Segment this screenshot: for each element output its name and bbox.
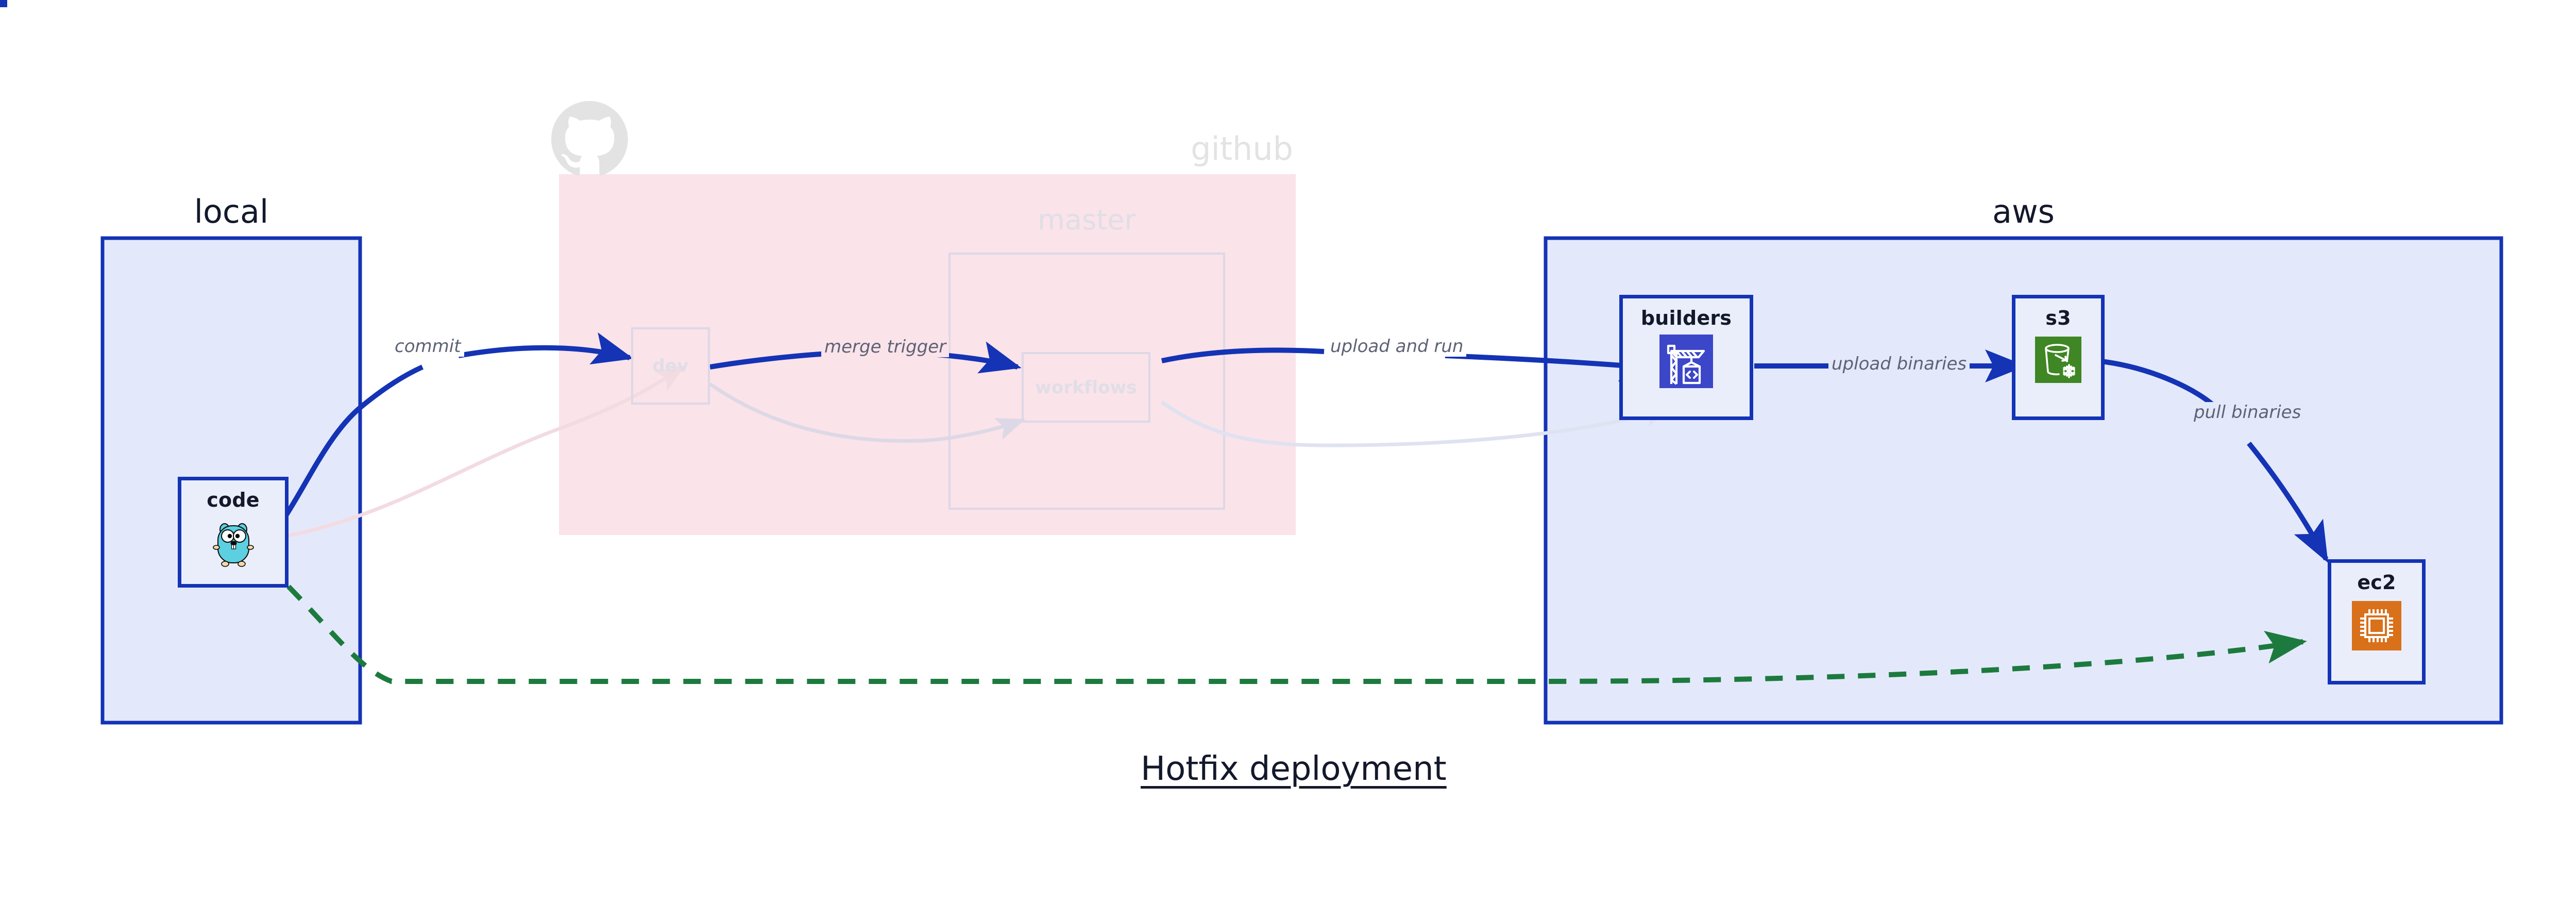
node-dev-label: dev	[652, 356, 689, 376]
cluster-label-master: master	[1038, 204, 1136, 236]
cluster-label-github: github	[1191, 130, 1293, 168]
cluster-label-aws: aws	[1992, 193, 2055, 230]
cluster-label-local: local	[194, 193, 269, 230]
edge-ghost-workflows-builders	[1160, 400, 1672, 447]
ec2-cpu-chip-icon	[2352, 601, 2401, 653]
edge-upload-and-run-head	[1161, 347, 1325, 363]
edge-label-pull-binaries: pull binaries	[2191, 402, 2304, 423]
node-ec2[interactable]: ec2	[2328, 559, 2426, 684]
edge-ghost-code-dev	[285, 365, 685, 538]
diagram-title: Hotfix deployment	[1141, 750, 1447, 788]
node-dev[interactable]: dev	[631, 327, 710, 405]
node-builders[interactable]: builders	[1619, 295, 1753, 420]
node-ec2-label: ec2	[2357, 571, 2396, 594]
crane-builder-icon	[1659, 335, 1713, 390]
go-gopher-icon	[211, 519, 256, 570]
node-ec2-placeholder	[0, 0, 7, 7]
github-octocat-icon	[551, 101, 628, 176]
edge-label-merge-trigger: merge trigger	[821, 337, 950, 357]
edge-hotfix-direct	[286, 584, 2307, 684]
edge-label-commit: commit	[392, 336, 464, 357]
node-workflows-label: workflows	[1035, 377, 1137, 398]
edge-pull-binaries-head	[2096, 358, 2217, 409]
edge-ghost-dev-workflows	[709, 382, 1026, 443]
node-workflows[interactable]: workflows	[1022, 352, 1150, 423]
edge-commit	[283, 364, 424, 517]
edge-merge-trigger-head	[709, 351, 829, 370]
s3-glacier-bucket-icon	[2035, 337, 2081, 385]
node-s3-label: s3	[2045, 307, 2071, 329]
node-builders-label: builders	[1640, 307, 1732, 329]
edge-pull-binaries-tail	[2247, 441, 2329, 563]
node-s3[interactable]: s3	[2012, 295, 2105, 420]
node-code[interactable]: code	[178, 477, 289, 588]
edge-label-upload-binaries: upload binaries	[1828, 354, 1970, 374]
sub-cluster-master-rect	[948, 253, 1225, 510]
node-code-label: code	[207, 489, 260, 511]
edge-commit-tail	[458, 332, 634, 365]
edge-label-upload-and-run: upload and run	[1327, 336, 1467, 357]
